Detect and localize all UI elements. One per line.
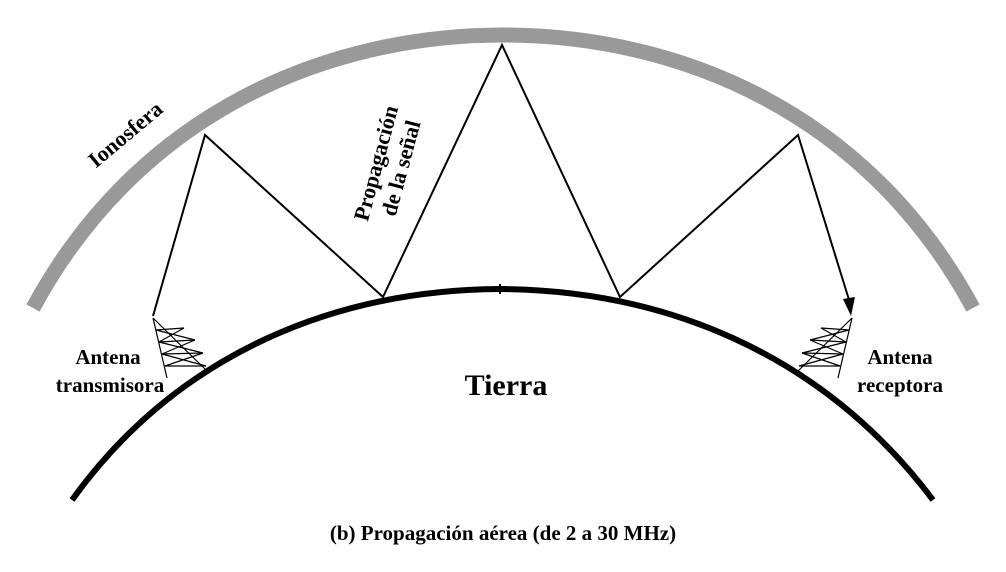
transmitting-antenna-label-line1: Antena [75, 345, 141, 369]
transmitting-antenna-label-line2: transmisora [56, 373, 165, 397]
earth-label: Tierra [465, 369, 548, 402]
transmitting-antenna-tower-icon [152, 317, 209, 379]
receiving-antenna-label-line1: Antena [867, 345, 933, 369]
ionosphere-arc [26, 27, 980, 312]
signal-arrowhead-icon [843, 297, 855, 316]
signal-propagation-path [152, 42, 851, 317]
receiving-antenna-tower-icon [796, 317, 853, 379]
figure-caption: (b) Propagación aérea (de 2 a 30 MHz) [330, 521, 676, 545]
receiving-antenna-label-line2: receptora [857, 373, 943, 397]
